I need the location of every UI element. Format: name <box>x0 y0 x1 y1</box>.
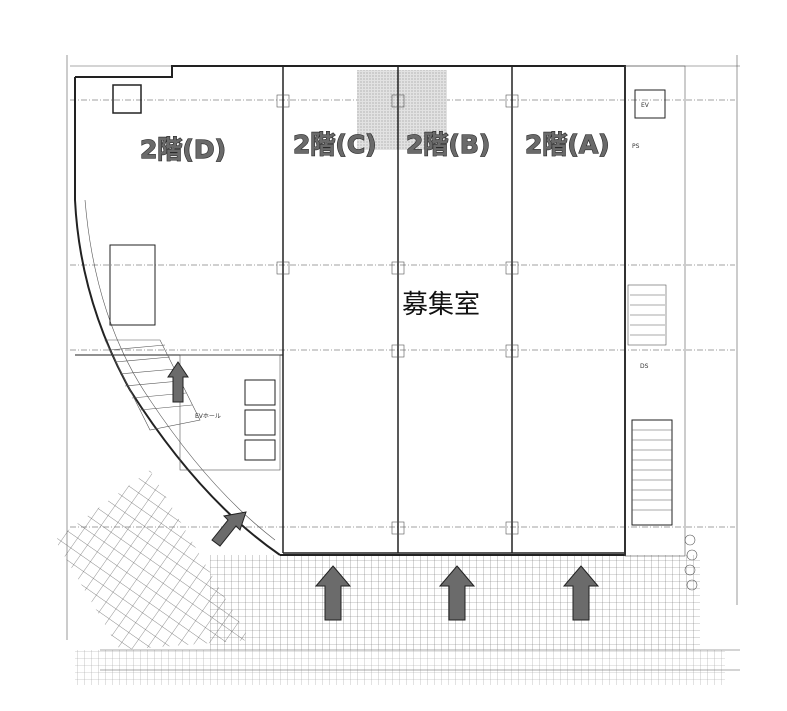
walkway-area <box>75 650 725 685</box>
ps-label: PS <box>632 143 640 150</box>
arrow-up-icon <box>438 565 476 621</box>
arrow-up-icon <box>562 565 600 621</box>
void-area <box>357 70 447 150</box>
unit-label-2f-c: 2階(C) <box>293 130 377 159</box>
core-area: EVホール <box>104 339 281 471</box>
unit-label-2f-b: 2階(B) <box>406 130 490 159</box>
unit-label-2f-a: 2階(A) <box>525 130 610 159</box>
right-service-core: EV PS DS <box>624 65 698 591</box>
vacancy-label: 募集室 <box>402 290 480 320</box>
planter-circles <box>684 534 698 591</box>
arrow-up-icon <box>314 565 352 621</box>
exterior-stairs-area <box>55 470 250 650</box>
ds-label: DS <box>640 363 649 370</box>
arrow-up-icon <box>167 361 189 403</box>
ev-label: EV <box>641 102 650 109</box>
ev-hall-label: EVホール <box>195 413 221 420</box>
unit-label-2f-d: 2階(D) <box>140 135 226 164</box>
arrow-diagonal-icon <box>211 511 247 547</box>
entrance-arrows <box>167 361 600 621</box>
